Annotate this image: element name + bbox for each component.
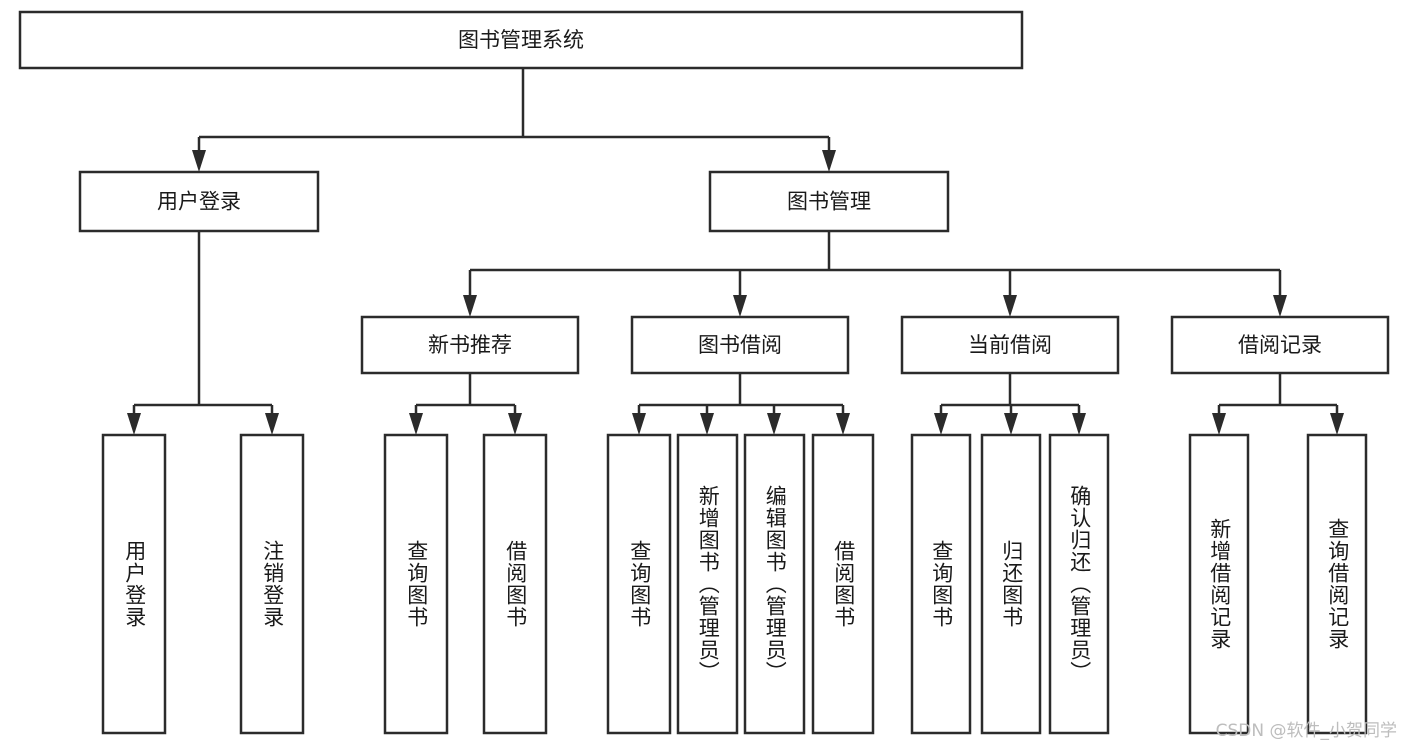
node-leaf-6[interactable] [743, 433, 806, 735]
node-leaf-8[interactable] [910, 433, 972, 735]
arrow-icon [409, 413, 423, 435]
node-level3-3[interactable] [1170, 315, 1390, 375]
node-leaf-11[interactable] [1188, 433, 1250, 735]
node-level2-1[interactable] [708, 170, 950, 233]
node-leaf-7[interactable] [811, 433, 875, 735]
node-root[interactable] [18, 10, 1024, 70]
node-leaf-12[interactable] [1306, 433, 1368, 735]
node-level3-label-1: 图书借阅 [698, 333, 782, 357]
arrow-icon [1003, 295, 1017, 317]
node-leaf-2[interactable] [383, 433, 449, 735]
arrow-icon [1212, 413, 1226, 435]
box-layer [18, 10, 1390, 735]
node-level3-2[interactable] [900, 315, 1120, 375]
arrow-icon [822, 150, 836, 172]
arrow-icon [1330, 413, 1344, 435]
arrow-icon [265, 413, 279, 435]
arrow-icon [463, 295, 477, 317]
node-leaf-4[interactable] [606, 433, 672, 735]
node-leaf-10[interactable] [1048, 433, 1110, 735]
arrow-icon [632, 413, 646, 435]
arrow-icon [836, 413, 850, 435]
node-leaf-9[interactable] [980, 433, 1042, 735]
arrow-icon [934, 413, 948, 435]
node-level3-label-0: 新书推荐 [428, 333, 512, 357]
node-leaf-1[interactable] [239, 433, 305, 735]
arrow-icon [1004, 413, 1018, 435]
node-level2-0[interactable] [78, 170, 320, 233]
node-level3-1[interactable] [630, 315, 850, 375]
arrow-icon [1273, 295, 1287, 317]
node-level3-label-2: 当前借阅 [968, 333, 1052, 357]
watermark: CSDN @软件_小贺同学 [1215, 721, 1397, 741]
arrow-icon [192, 150, 206, 172]
node-level3-0[interactable] [360, 315, 580, 375]
node-leaf-0[interactable] [101, 433, 167, 735]
node-leaf-5[interactable] [676, 433, 739, 735]
node-level3-label-3: 借阅记录 [1238, 333, 1322, 357]
node-level2-label-0: 用户登录 [157, 190, 241, 214]
arrow-icon [508, 413, 522, 435]
arrow-icon [1072, 413, 1086, 435]
node-level2-label-1: 图书管理 [787, 190, 871, 214]
arrow-icon [767, 413, 781, 435]
arrow-icon [733, 295, 747, 317]
arrow-icon [700, 413, 714, 435]
connector-layer [127, 68, 1344, 435]
node-leaf-3[interactable] [482, 433, 548, 735]
arrow-icon [127, 413, 141, 435]
node-root-label: 图书管理系统 [458, 28, 584, 52]
